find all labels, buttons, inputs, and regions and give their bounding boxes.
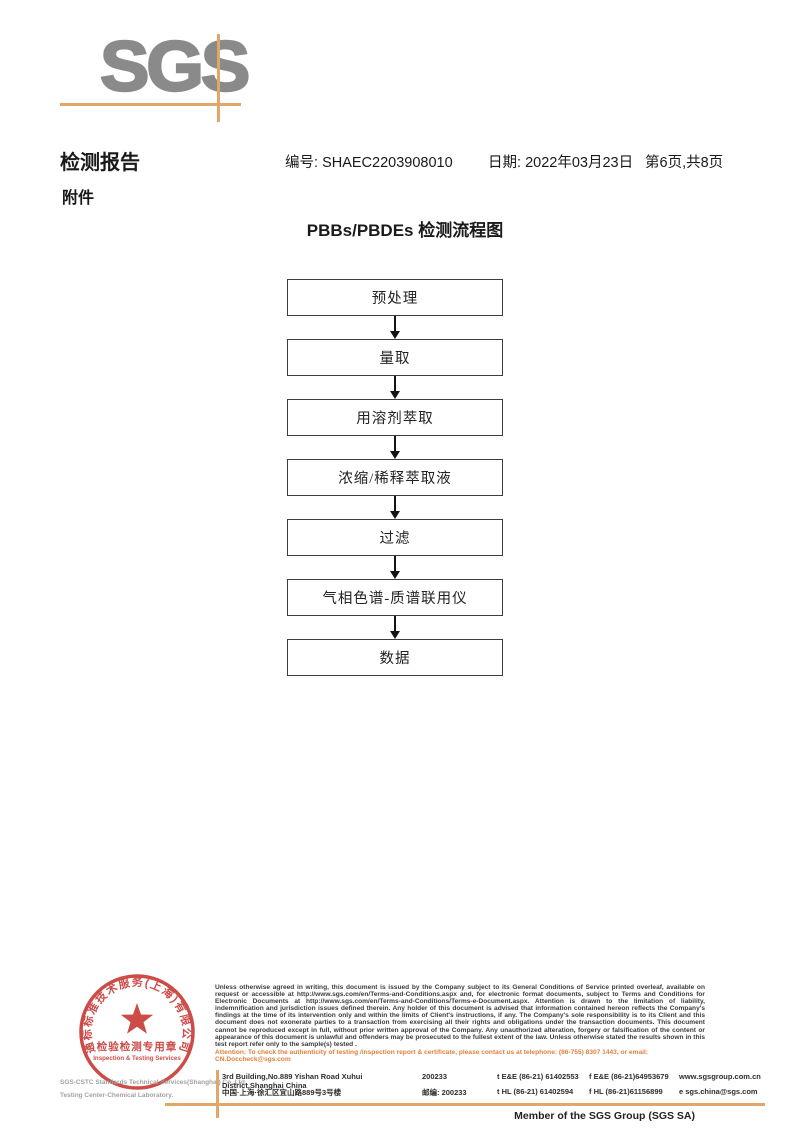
- flow-step-filter: 过滤: [287, 519, 503, 556]
- report-date-label: 日期:: [488, 155, 522, 171]
- flow-step-gcms: 气相色谱-质谱联用仪: [287, 579, 503, 616]
- report-date-value: 2022年03月23日: [525, 155, 634, 171]
- lab-name: Testing Center-Chemical Laboratory.: [60, 1092, 174, 1099]
- seal-text-en: Inspection & Testing Services: [93, 1055, 181, 1062]
- flow-step-concentrate-dilute: 浓缩/稀释萃取液: [287, 459, 503, 496]
- flow-step-measure: 量取: [287, 339, 503, 376]
- lab-company-lines: SGS-CSTC Standards Technical Services(Sh…: [60, 1076, 247, 1102]
- attention-notice: Attention: To check the authenticity of …: [215, 1048, 648, 1063]
- phone-hl: t HL (86-21) 61402594: [497, 1087, 574, 1096]
- address-cn: 中国·上海·徐汇区宜山路889号3号楼: [222, 1088, 342, 1097]
- arrow-down-icon: [287, 556, 503, 579]
- attachment-label: 附件: [62, 190, 95, 207]
- arrow-down-icon: [287, 496, 503, 519]
- report-number: 编号: SHAEC2203908010: [285, 151, 453, 172]
- arrow-down-icon: [287, 616, 503, 639]
- logo-crosshair-vertical: [217, 34, 220, 122]
- address-row-en: 3rd Building,No.889 Yishan Road Xuhui Di…: [222, 1072, 767, 1090]
- page-indicator: 第6页,共8页: [645, 155, 724, 171]
- flowchart-title: PBBs/PBDEs 检测流程图: [306, 221, 504, 240]
- lab-company-name: SGS-CSTC Standards Technical Services(Sh…: [60, 1079, 247, 1086]
- address-row-cn: 中国·上海·徐汇区宜山路889号3号楼 邮编: 200233 t HL (86-…: [222, 1087, 767, 1102]
- address-block: 3rd Building,No.889 Yishan Road Xuhui Di…: [222, 1072, 767, 1102]
- website: www.sgsgroup.com.cn: [679, 1072, 761, 1081]
- legal-disclaimer-text: Unless otherwise agreed in writing, this…: [215, 984, 705, 1048]
- flow-step-data: 数据: [287, 639, 503, 676]
- arrow-down-icon: [287, 316, 503, 339]
- footer-crosshair-horizontal: [165, 1103, 765, 1106]
- postcode-en: 200233: [422, 1072, 448, 1081]
- seal-star-icon: [120, 1003, 154, 1034]
- fax-hl: f HL (86-21)61156899: [589, 1087, 663, 1096]
- flow-step-solvent-extraction: 用溶剂萃取: [287, 399, 503, 436]
- report-number-value: SHAEC2203908010: [322, 155, 453, 171]
- flowchart: 预处理 量取 用溶剂萃取 浓缩/稀释萃取液 过滤 气相色谱-质谱联用仪 数据: [287, 279, 503, 676]
- report-number-label: 编号:: [285, 155, 319, 171]
- email: e sgs.china@sgs.com: [679, 1087, 758, 1096]
- footer-crosshair-vertical: [216, 1070, 219, 1118]
- sgs-logo: SGS: [99, 26, 252, 107]
- postcode-cn: 邮编: 200233: [422, 1088, 467, 1097]
- sgs-member-note: Member of the SGS Group (SGS SA): [514, 1110, 695, 1122]
- fax-ee: f E&E (86-21)64953679: [589, 1072, 669, 1081]
- phone-ee: t E&E (86-21) 61402553: [497, 1072, 579, 1081]
- logo-crosshair-horizontal: [60, 103, 241, 106]
- legal-disclaimer-block: Unless otherwise agreed in writing, this…: [215, 984, 705, 1063]
- report-date: 日期: 2022年03月23日: [488, 151, 633, 172]
- arrow-down-icon: [287, 436, 503, 459]
- seal-text-cn: 检验检测专用章: [97, 1040, 178, 1053]
- flow-step-pretreatment: 预处理: [287, 279, 503, 316]
- arrow-down-icon: [287, 376, 503, 399]
- report-title: 检测报告: [60, 152, 140, 174]
- address-en: 3rd Building,No.889 Yishan Road Xuhui Di…: [222, 1072, 363, 1090]
- company-seal-stamp: 通标标准技术服务(上海)有限公司 检验检测专用章 Inspection & Te…: [79, 974, 195, 1090]
